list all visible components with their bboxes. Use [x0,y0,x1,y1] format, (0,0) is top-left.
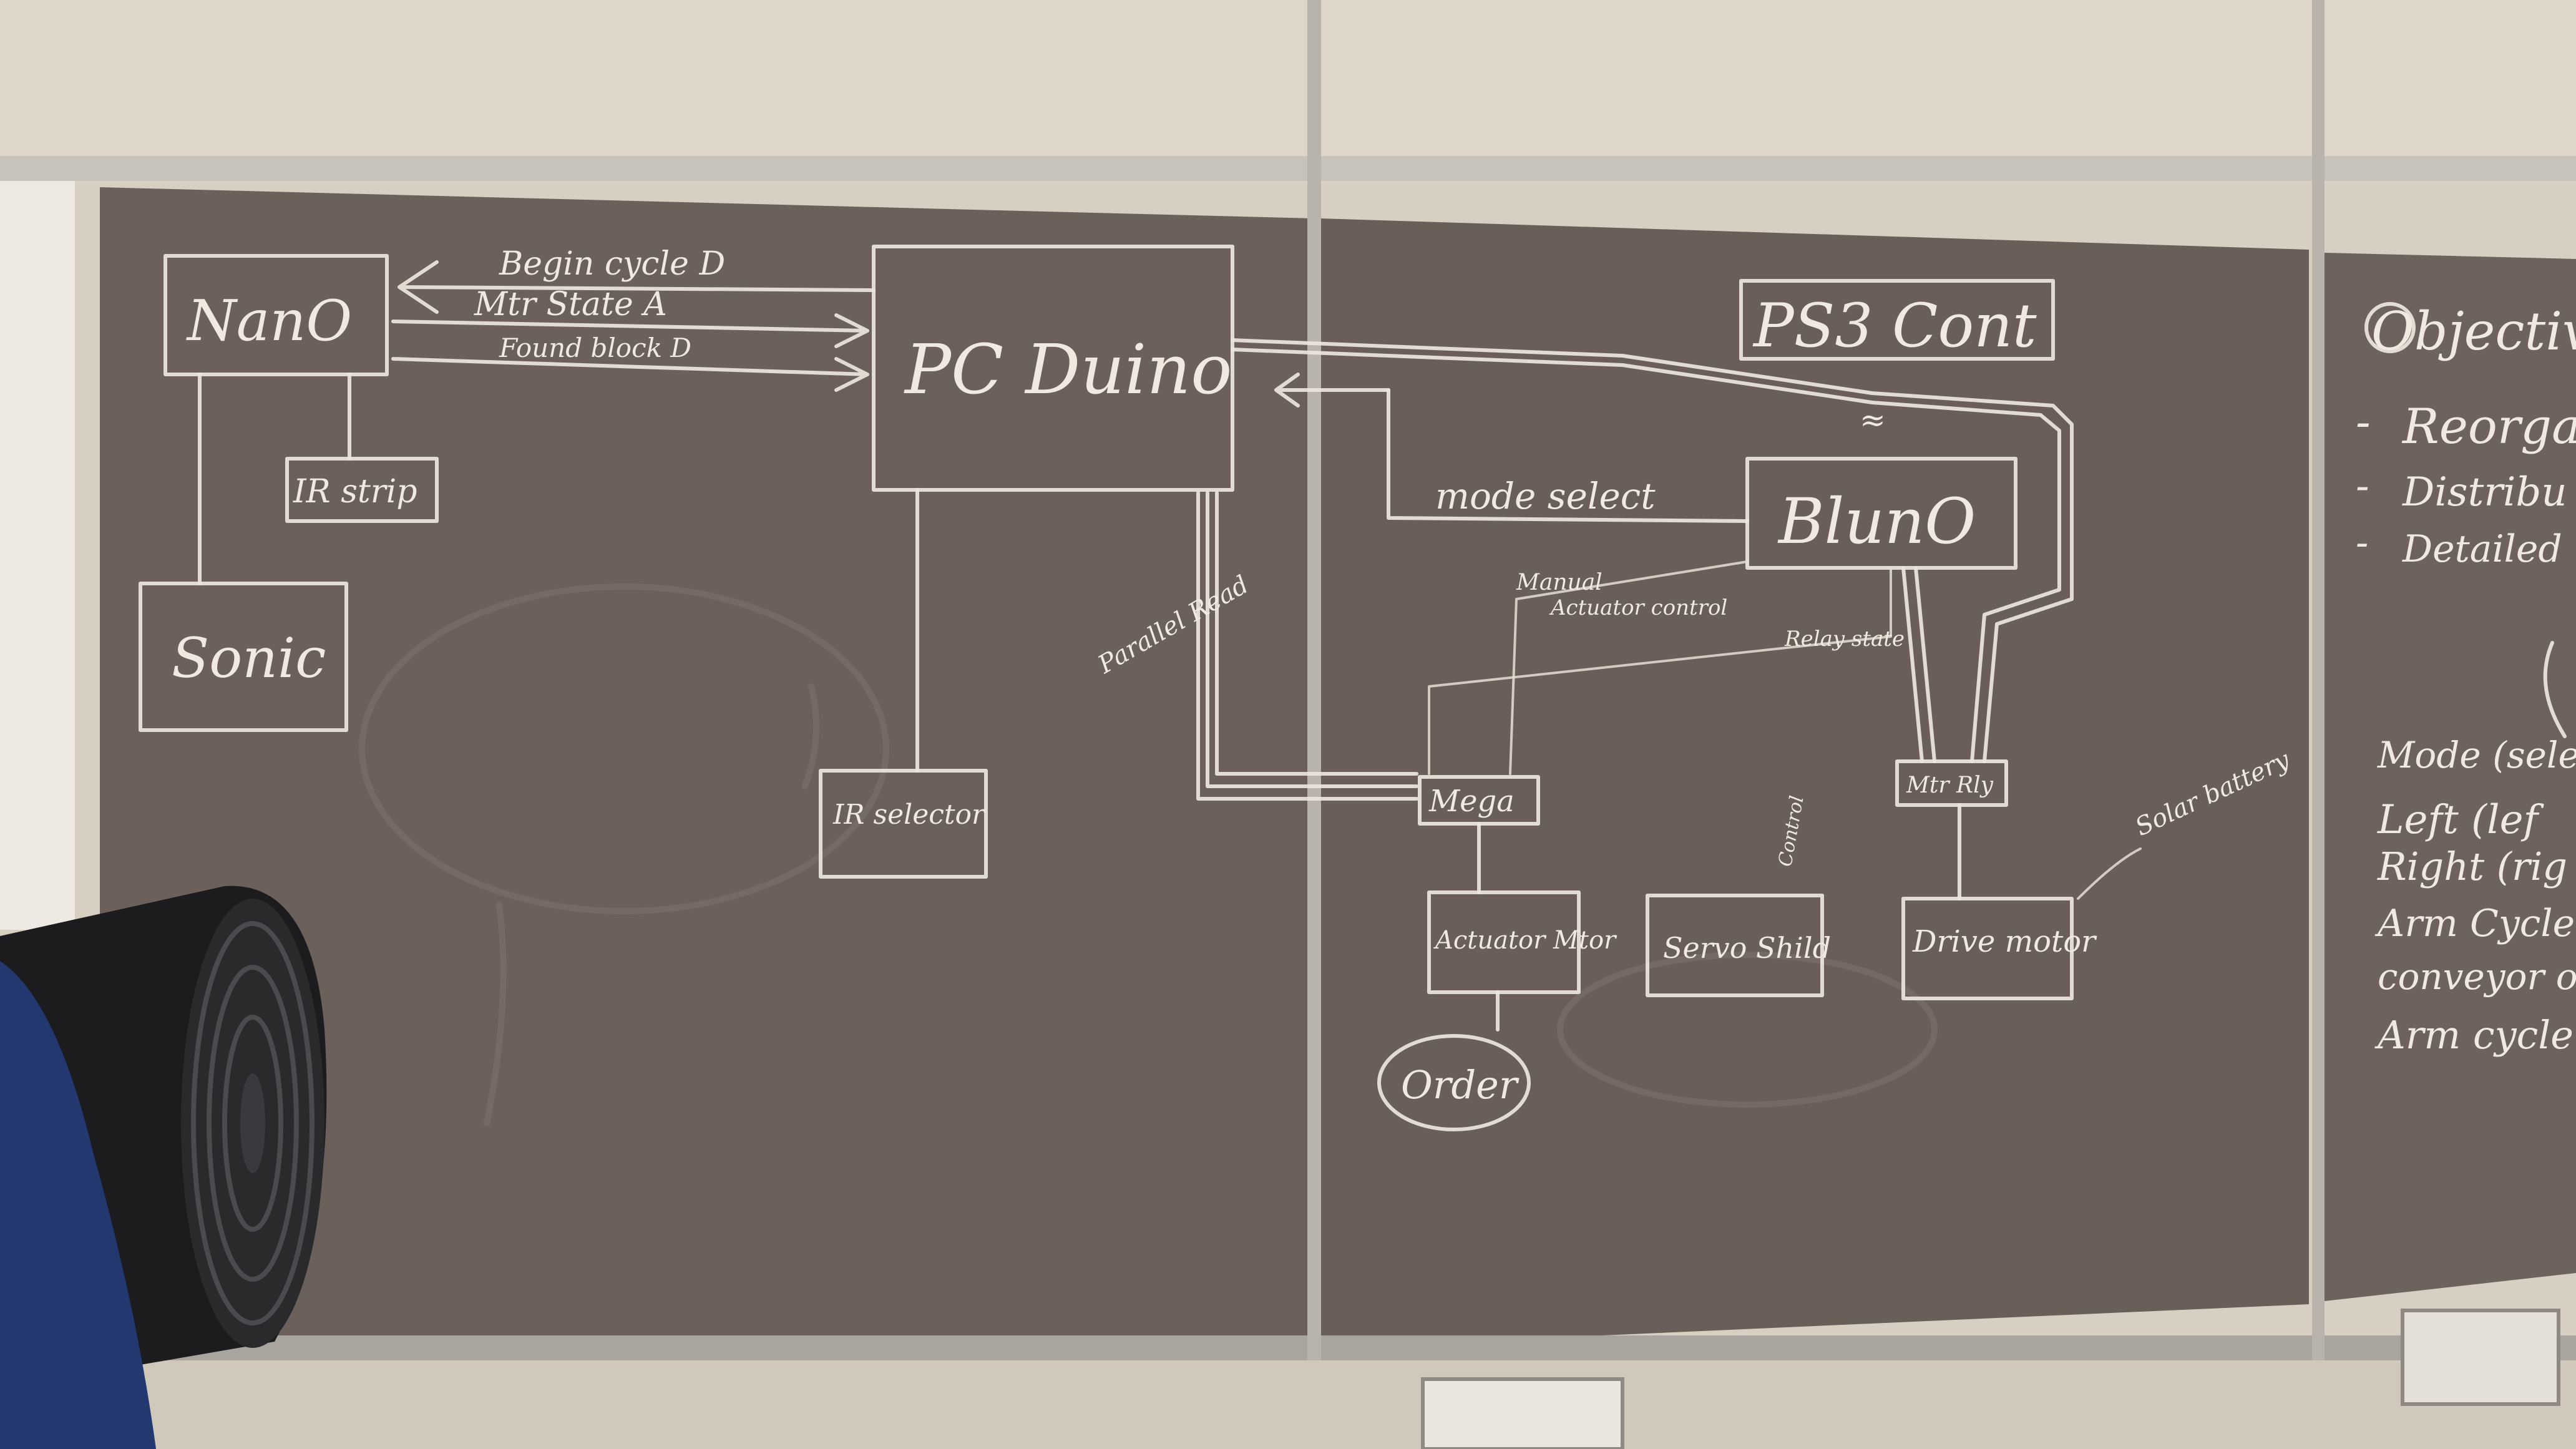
chalkboard-middle-panel [1320,218,2309,1348]
sonic-box: Sonic [139,582,348,732]
arrow-pcduino-feedback [1274,373,1390,407]
actuator-motor-label: Actuator Mtor [1433,926,1617,955]
wire-solar-battery [2077,847,2142,900]
sonic-label: Sonic [172,626,326,690]
arrow-motor-state [391,313,869,348]
label-found-block: Found block D [499,333,691,363]
top-rail [0,156,2576,181]
objectives-heading: Objectiv [2364,301,2576,362]
nano-label: NanO [186,288,352,354]
paper-sheet [0,181,75,930]
wall-top-strip [0,0,2576,162]
board-divider-2 [2312,0,2325,1449]
wire-mode-select [1387,388,1749,523]
arrow-begin-cycle [398,260,876,314]
bluno-box: BlunO [1745,457,2017,570]
faint-chalk-remnant [802,683,819,789]
pc-duino-label: PC Duino [904,329,1232,409]
bullet-dash-2: - [2356,463,2369,509]
mega-box: Mega [1418,775,1540,826]
mode-list: Mode (select Left (lef Right (rig Arm Cy… [2374,734,2576,1058]
ir-strip-box: IR strip [285,457,439,523]
servo-shield-box: Servo Shild [1646,894,1831,997]
pc-duino-box: PC Duino [872,245,1234,492]
order-label: Order [1401,1062,1520,1108]
order-ellipse: Order [1377,1034,1531,1131]
mega-label: Mega [1428,784,1515,819]
eraser-holder [2401,1309,2560,1406]
bus-parallel-read [1206,491,1418,788]
bullet-1: Reorgani [2401,399,2576,455]
ir-strip-label: IR strip [293,473,417,510]
bottom-wall [0,1360,2576,1449]
label-manual: Manual [1516,570,1603,595]
chalk-tray [87,1335,2576,1360]
ir-selector-box: IR selector [819,769,988,879]
mode-item-2: Left (lef [2377,797,2544,843]
bus-parallel-read [1215,491,1418,776]
bus-parallel-read [1196,491,1418,801]
wire-manual-actuator-control [1509,560,1749,775]
board-divider-1 [1307,0,1321,1449]
chalkboard-left-panel [100,187,1314,1417]
drive-motor-box: Drive motor [1901,897,2097,1000]
label-mode-select: mode select [1435,475,1656,517]
actuator-motor-box: Actuator Mtor [1427,890,1617,994]
label-begin-cycle: Begin cycle D [499,245,725,283]
eraser-smudge [1557,952,1938,1108]
mode-item-5: conveyor ou [2378,955,2576,998]
faint-chalk-remnant [484,902,507,1126]
wireless-symbol: ≈ [1860,402,1886,438]
wire-bluno-relay [1901,566,1924,763]
mode-item-4: Arm Cycle [2374,902,2575,945]
wall-outlet [1421,1377,1624,1449]
brace-mark [2543,641,2567,738]
ps3-cont-label: PS3 Cont [1752,291,2037,361]
mode-item-1: Mode (select [2377,734,2576,776]
bullet-dash-1: - [2356,396,2371,447]
objectives-bullets: Reorgani Distribu Detailed - - - [2356,396,2576,571]
ps3-controller-box: PS3 Cont [1739,279,2055,361]
wire-relay-state [1428,567,1892,775]
label-actuator-control: Actuator control [1549,595,1727,620]
ir-selector-label: IR selector [832,799,987,831]
bullet-dash-3: - [2356,521,2368,565]
label-relay-state: Relay state [1784,627,1905,651]
chalkboard-right-panel [2325,253,2576,1301]
servo-shield-label: Servo Shild [1663,931,1831,965]
motor-relay-box: Mtr Rly [1895,759,2008,807]
drive-motor-label: Drive motor [1912,924,2097,959]
label-motor-state: Mtr State A [474,286,667,323]
bullet-2: Distribu [2402,469,2567,515]
objectives-heading-text: Objectiv [2371,301,2576,362]
mode-item-6: Arm cycle [2374,1012,2574,1058]
wire-pcduino-bluno-bus [1231,348,2061,763]
arrow-found-block [391,357,869,392]
eraser-smudge [359,583,889,914]
motor-relay-label: Mtr Rly [1906,773,1994,798]
nano-box: NanO [163,254,389,376]
bullet-3: Detailed [2402,527,2562,571]
wire-pcduino-bluno-bus [1231,338,2074,763]
bluno-label: BlunO [1777,485,1976,558]
mode-item-3: Right (rig [2377,844,2567,889]
person-shoulder [0,961,156,1449]
wire-bluno-relay [1914,566,1936,763]
